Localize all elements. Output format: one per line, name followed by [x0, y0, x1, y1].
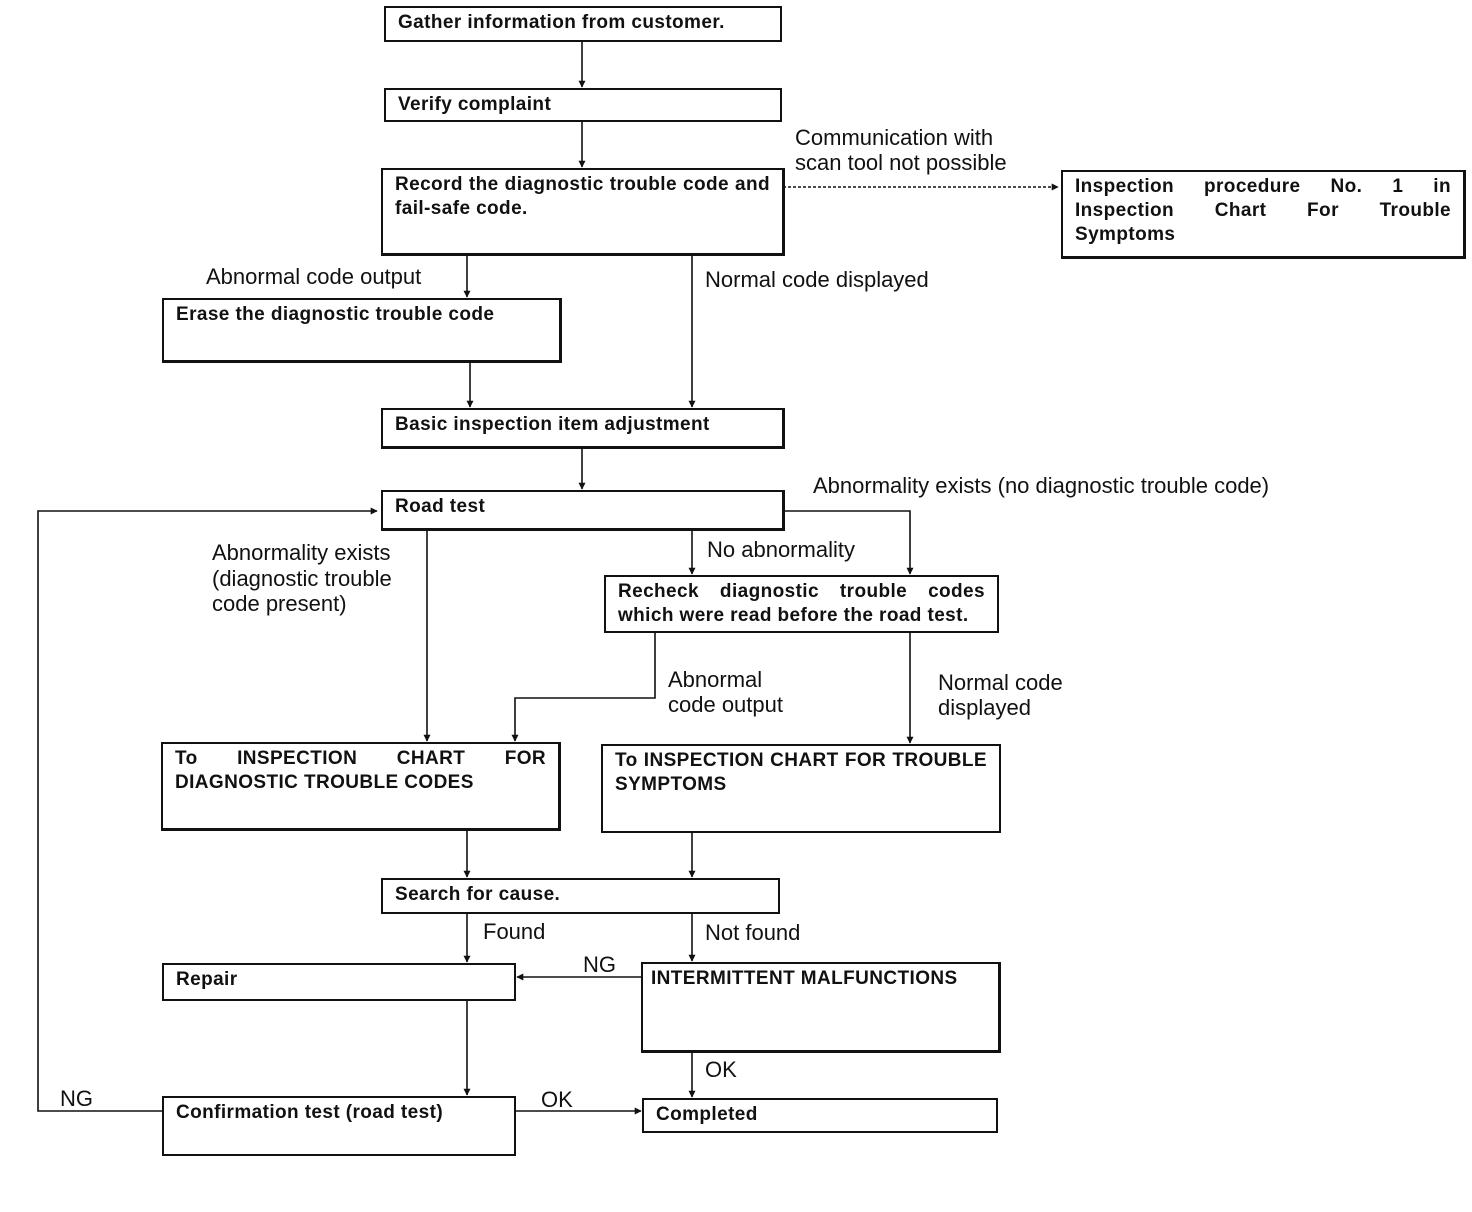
- box-road-test: Road test: [381, 490, 785, 531]
- label-ok-confirmation: OK: [541, 1087, 573, 1112]
- box-gather-information: Gather information from customer.: [384, 6, 782, 42]
- box-confirmation-test: Confirmation test (road test): [162, 1096, 516, 1156]
- label-abnormality-exists-3: code present): [212, 591, 347, 616]
- arrow-ng-loop-road: [37, 507, 378, 1112]
- arrow-road-recheck-right: [783, 510, 914, 575]
- box-basic-inspection: Basic inspection item adjustment: [381, 408, 785, 449]
- label-ng-loop: NG: [60, 1086, 93, 1111]
- label-ok-completed: OK: [705, 1057, 737, 1082]
- box-repair: Repair: [162, 963, 516, 1001]
- label-found: Found: [483, 919, 546, 944]
- label-no-abnormality: No abnormality: [707, 537, 855, 562]
- label-abnormality-exists-1: Abnormality exists: [212, 540, 391, 565]
- box-search-cause: Search for cause.: [381, 878, 780, 914]
- label-abnormal-code-1: Abnormal: [668, 667, 763, 692]
- label-normal-code-displayed: Normal code displayed: [705, 267, 929, 292]
- label-abnormal-code-2: code output: [668, 692, 783, 717]
- label-abnormality-exists-2: (diagnostic trouble: [212, 566, 392, 591]
- label-communication-1: Communication with: [795, 125, 994, 150]
- label-abnormality-no-dtc: Abnormality exists (no diagnostic troubl…: [813, 473, 1270, 498]
- box-chart-dtc: To INSPECTION CHART FOR DIAGNOSTIC TROUB…: [161, 742, 561, 831]
- label-normal-code-2: displayed: [938, 695, 1031, 720]
- box-erase-dtc: Erase the diagnostic trouble code: [162, 298, 562, 363]
- box-completed: Completed: [642, 1098, 998, 1133]
- label-normal-code-1: Normal code: [938, 670, 1063, 695]
- label-abnormal-code-output: Abnormal code output: [206, 264, 422, 289]
- box-recheck-dtc: Recheck diagnostic trouble codes which w…: [604, 575, 999, 633]
- label-not-found: Not found: [705, 920, 801, 945]
- box-inspection-procedure-no1: Inspection procedure No. 1 in Inspection…: [1061, 170, 1466, 259]
- box-chart-symptoms: To INSPECTION CHART FOR TROUBLE SYMPTOMS: [601, 744, 1001, 833]
- box-verify-complaint: Verify complaint: [384, 88, 782, 122]
- label-communication-2: scan tool not possible: [795, 150, 1007, 175]
- arrow-recheck-chart-dtc: [511, 632, 656, 742]
- label-ng-repair: NG: [583, 952, 616, 977]
- box-record-dtc: Record the diagnostic trouble code and f…: [381, 168, 785, 256]
- box-intermittent-malfunctions: INTERMITTENT MALFUNCTIONS: [641, 962, 1001, 1053]
